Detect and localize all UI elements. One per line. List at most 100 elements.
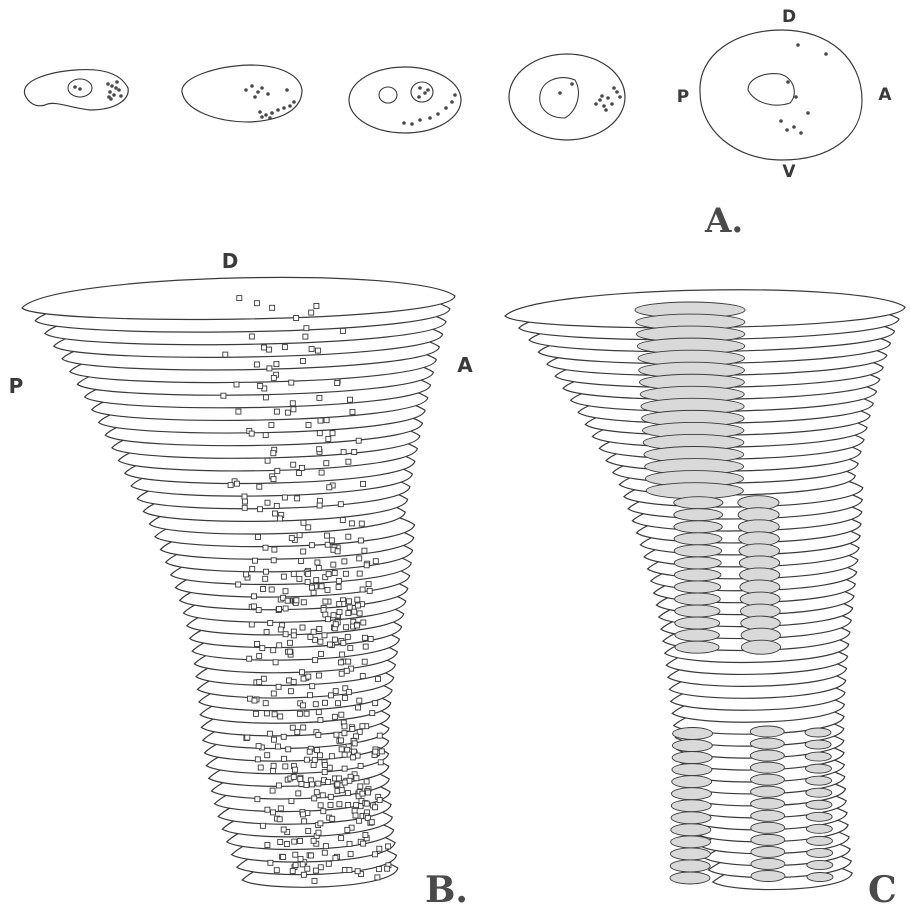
labeled-cell [316, 781, 321, 786]
labeled-cell [326, 436, 331, 441]
labeled-cell [264, 630, 269, 635]
stippled-region [750, 774, 784, 785]
labeled-cell [360, 587, 365, 592]
cell-dot [600, 94, 604, 98]
labeled-cell [265, 807, 270, 812]
labeled-cell [234, 481, 239, 486]
labeled-cell [342, 724, 347, 729]
stippled-region [671, 824, 711, 836]
labeled-cell [276, 684, 281, 689]
labeled-cell [335, 381, 340, 386]
labeled-cell [355, 597, 360, 602]
labeled-cell [278, 806, 283, 811]
labeled-cell [296, 471, 301, 476]
labeled-cell [288, 689, 293, 694]
labeled-cell [314, 790, 319, 795]
labeled-cell [319, 584, 324, 589]
labeled-cell [299, 559, 304, 564]
labeled-cell [328, 803, 333, 808]
labeled-cell [311, 763, 316, 768]
labeled-cell [322, 770, 327, 775]
labeled-cell [249, 622, 254, 627]
labeled-cell [294, 316, 299, 321]
labeled-cell [302, 819, 307, 824]
labeled-cell [260, 646, 265, 651]
labeled-cell [339, 747, 344, 752]
labeled-cell [342, 752, 347, 757]
stippled-region [807, 873, 833, 882]
labeled-cell [319, 651, 324, 656]
labeled-cell [317, 503, 322, 508]
labeled-cell [357, 571, 362, 576]
labeled-cell [316, 732, 321, 737]
labeled-cell [255, 642, 260, 647]
labeled-cell [271, 375, 276, 380]
cell-dot [785, 128, 789, 132]
labeled-cell [261, 587, 266, 592]
labeled-cell [376, 867, 381, 872]
stippled-region [675, 617, 720, 629]
labeled-cell [242, 505, 247, 510]
labeled-cell [236, 409, 241, 414]
labeled-cell [346, 534, 351, 539]
labeled-cell [350, 727, 355, 732]
labeled-cell [355, 623, 360, 628]
stippled-region [674, 509, 723, 521]
labeled-cell [271, 763, 276, 768]
cell-dot [256, 90, 260, 94]
labeled-cell [339, 738, 344, 743]
stippled-region [751, 810, 785, 821]
labeled-cell [311, 590, 316, 595]
labeled-cell [337, 610, 342, 615]
labeled-cell [358, 538, 363, 543]
label-a-ventral: V [782, 162, 796, 182]
stippled-region [671, 800, 711, 812]
labeled-cell [256, 608, 261, 613]
labeled-cell [299, 465, 304, 470]
labeled-cell [293, 863, 298, 868]
labeled-cell [289, 380, 294, 385]
labeled-cell [345, 747, 350, 752]
cell-dot [106, 82, 110, 86]
stippled-region [807, 848, 833, 857]
label-a-posterior: P [677, 87, 689, 107]
cell-dot [612, 86, 616, 90]
stippled-region [672, 752, 712, 764]
labeled-cell [319, 470, 324, 475]
cell-dot [108, 90, 112, 94]
labeled-cell [366, 790, 371, 795]
labeled-cell [345, 634, 350, 639]
labeled-cell [336, 585, 341, 590]
labeled-cell [372, 852, 377, 857]
labeled-cell [343, 571, 348, 576]
stippled-region [806, 836, 832, 845]
labeled-cell [333, 622, 338, 627]
labeled-cell [308, 635, 313, 640]
labeled-cell [278, 516, 283, 521]
labeled-cell [320, 793, 325, 798]
panel-c: C [505, 290, 905, 907]
labeled-cell [272, 712, 277, 717]
labeled-cell [347, 599, 352, 604]
cell-dot [558, 91, 562, 95]
labeled-cell [325, 587, 330, 592]
labeled-cell [375, 875, 380, 880]
labeled-cell [313, 658, 318, 663]
labeled-cell [327, 765, 332, 770]
labeled-cell [268, 860, 273, 865]
labeled-cell [301, 600, 306, 605]
panel-b-label: B. [425, 869, 468, 907]
labeled-cell [336, 578, 341, 583]
labeled-cell [373, 749, 378, 754]
labeled-cell [315, 348, 320, 353]
cell-dot [824, 52, 828, 56]
cell-dot [114, 86, 118, 90]
stippled-region [675, 605, 720, 617]
labeled-cell [364, 563, 369, 568]
labeled-cell [355, 603, 360, 608]
cell-dot [598, 98, 602, 102]
stippled-region [805, 740, 831, 749]
cell-dot [786, 80, 790, 84]
cell-dot [606, 96, 610, 100]
labeled-cell [291, 679, 296, 684]
